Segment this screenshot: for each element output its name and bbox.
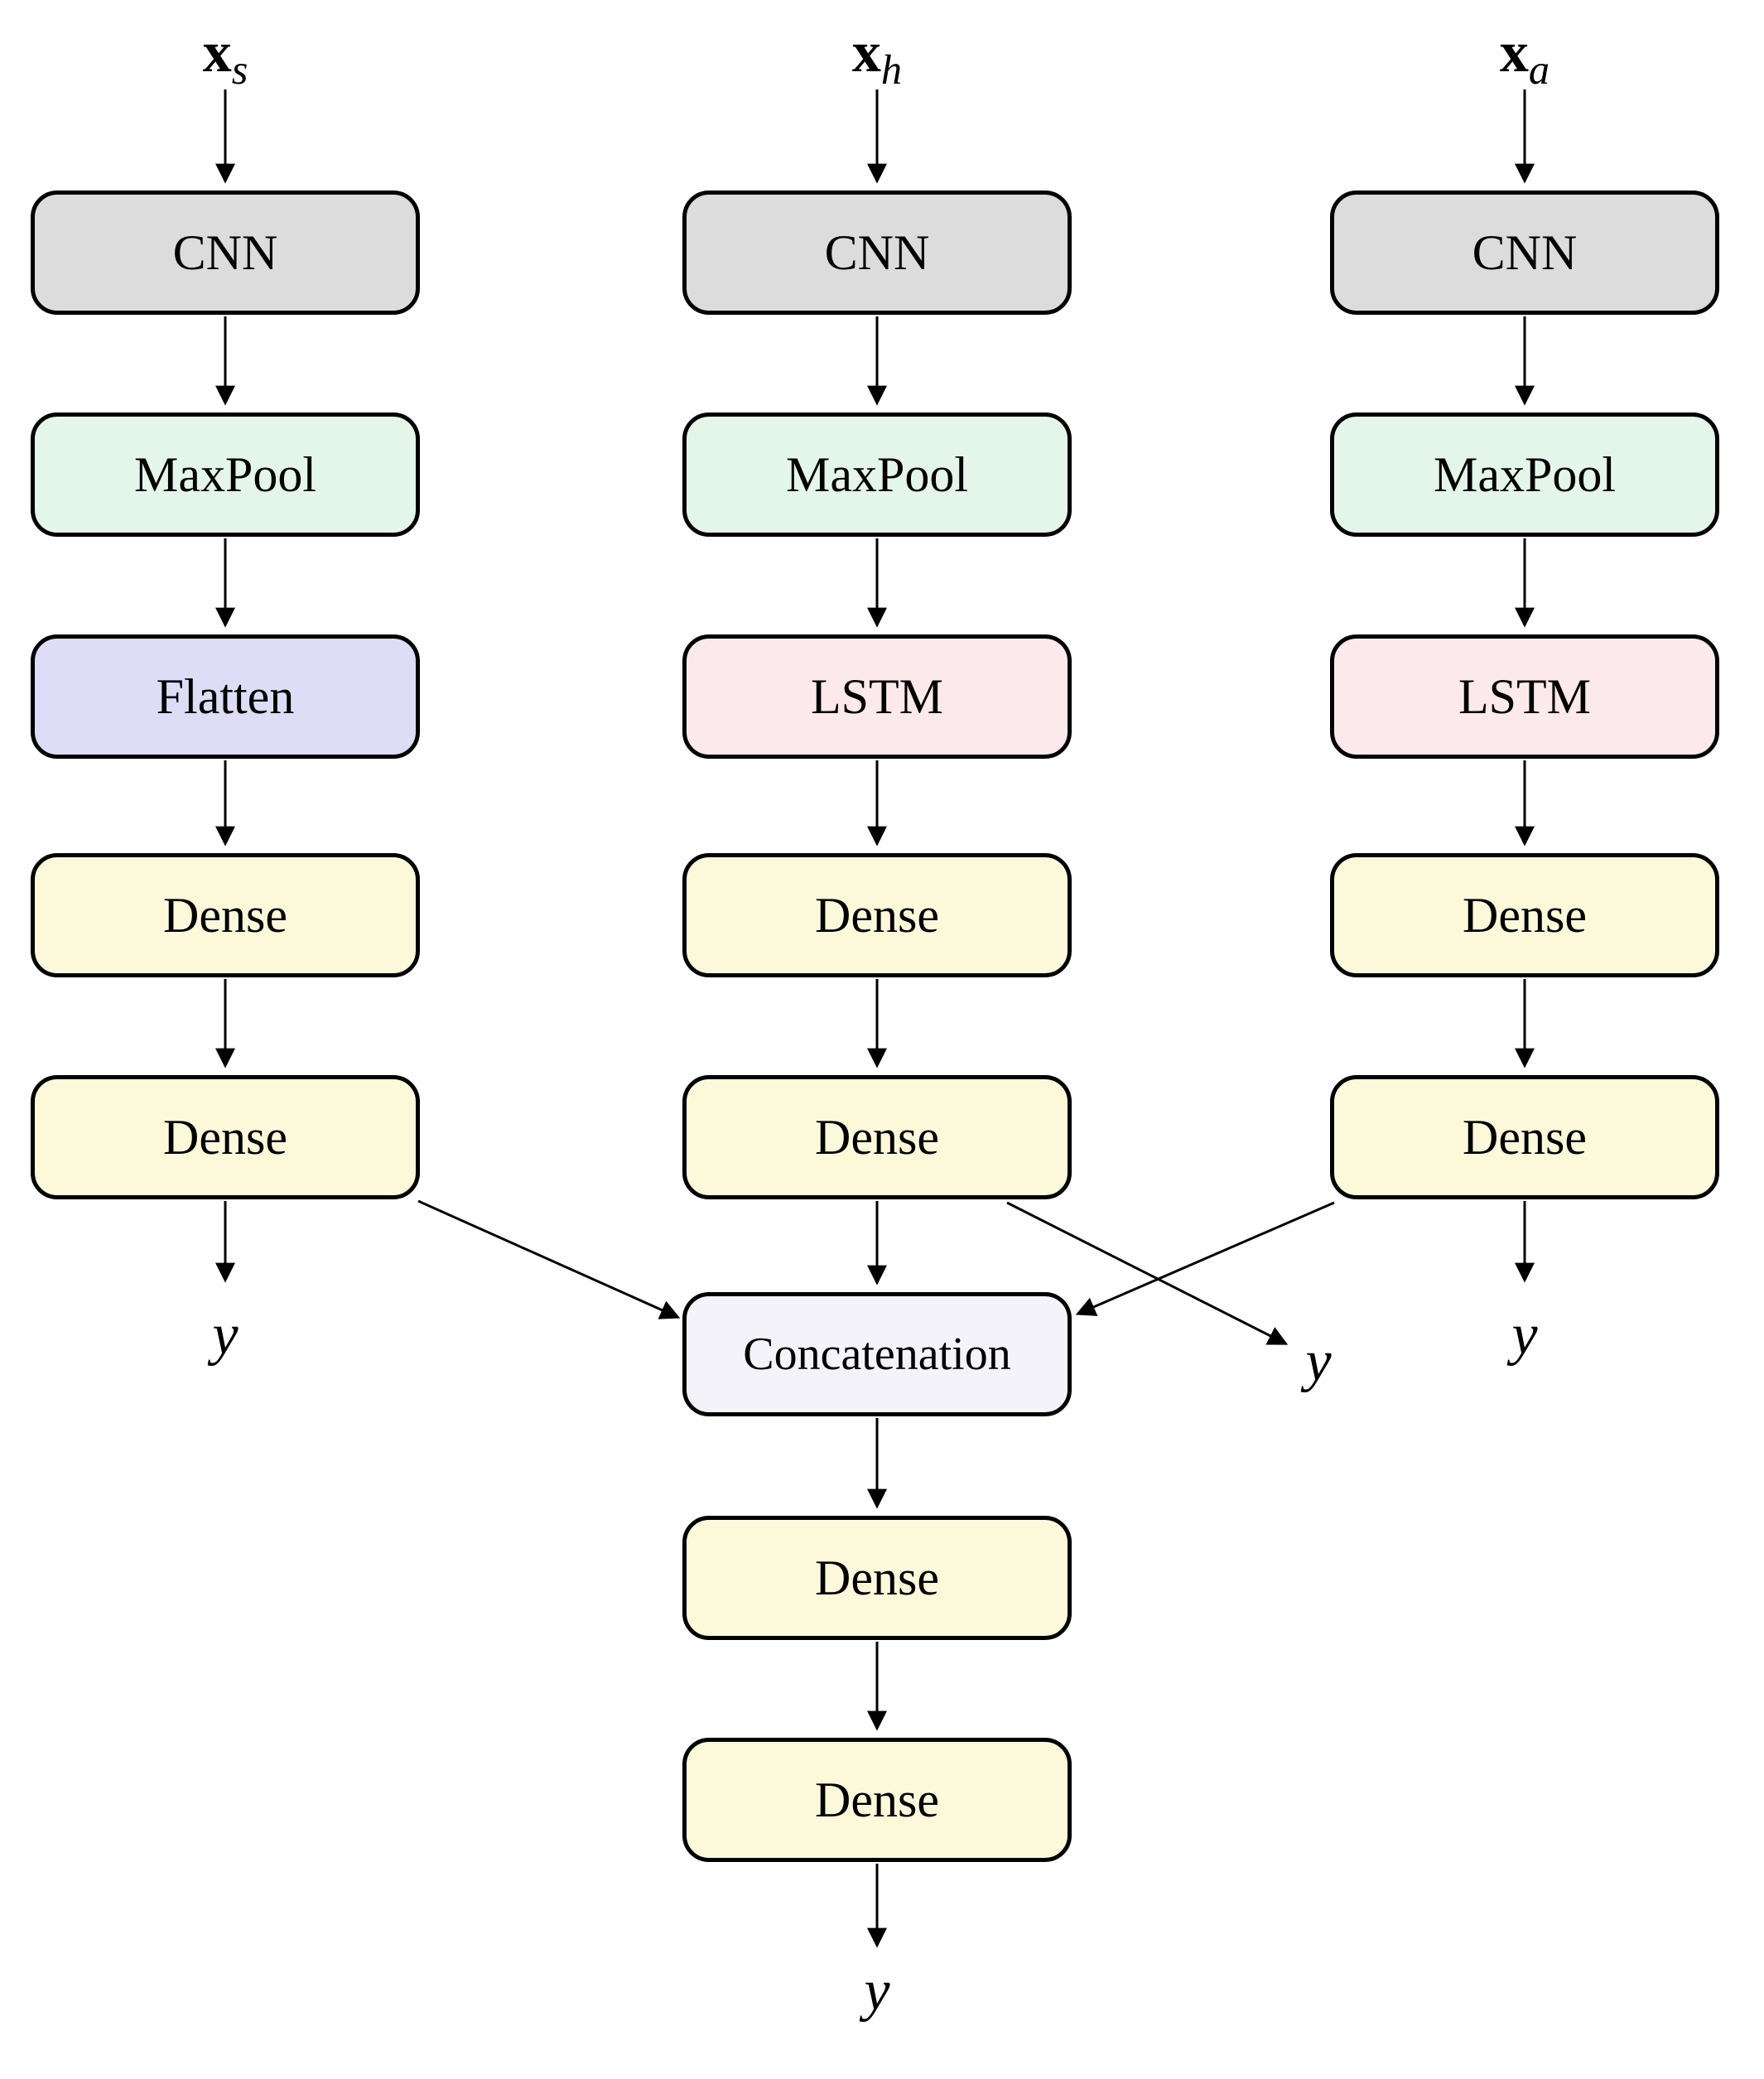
layer-box-dense: Dense (1330, 1075, 1719, 1199)
output-label-y: y (212, 1303, 239, 1367)
input-base: x (202, 21, 232, 84)
input-label-xs: xs (202, 21, 248, 91)
input-subscript: h (880, 46, 903, 93)
layer-box-cnn: CNN (31, 191, 420, 315)
layer-box-maxpool: MaxPool (682, 412, 1072, 537)
layer-box-dense: Dense (31, 853, 420, 977)
output-label-y: y (1511, 1303, 1538, 1367)
layer-box-maxpool: MaxPool (31, 412, 420, 537)
layer-box-dense: Dense (682, 1738, 1072, 1862)
layer-box-dense: Dense (682, 1075, 1072, 1199)
arrow (417, 1199, 681, 1319)
arrow (1075, 1201, 1335, 1316)
layer-box-flatten: Flatten (31, 634, 420, 759)
layer-box-cnn: CNN (682, 191, 1072, 315)
input-label-xh: xh (851, 21, 902, 91)
input-label-xa: xa (1499, 21, 1550, 91)
input-base: x (851, 21, 881, 84)
layer-box-dense: Dense (31, 1075, 420, 1199)
layer-box-cnn: CNN (1330, 191, 1719, 315)
output-label-y: y (1305, 1329, 1332, 1393)
output-label-y: y (864, 1959, 890, 2023)
input-subscript: a (1528, 46, 1550, 93)
layer-box-lstm: LSTM (682, 634, 1072, 759)
input-base: x (1499, 21, 1529, 84)
concatenation-box: Concatenation (682, 1292, 1072, 1416)
layer-box-dense: Dense (682, 1516, 1072, 1640)
layer-box-dense: Dense (1330, 853, 1719, 977)
input-subscript: s (231, 46, 248, 93)
layer-box-maxpool: MaxPool (1330, 412, 1719, 537)
layer-box-lstm: LSTM (1330, 634, 1719, 759)
layer-box-dense: Dense (682, 853, 1072, 977)
